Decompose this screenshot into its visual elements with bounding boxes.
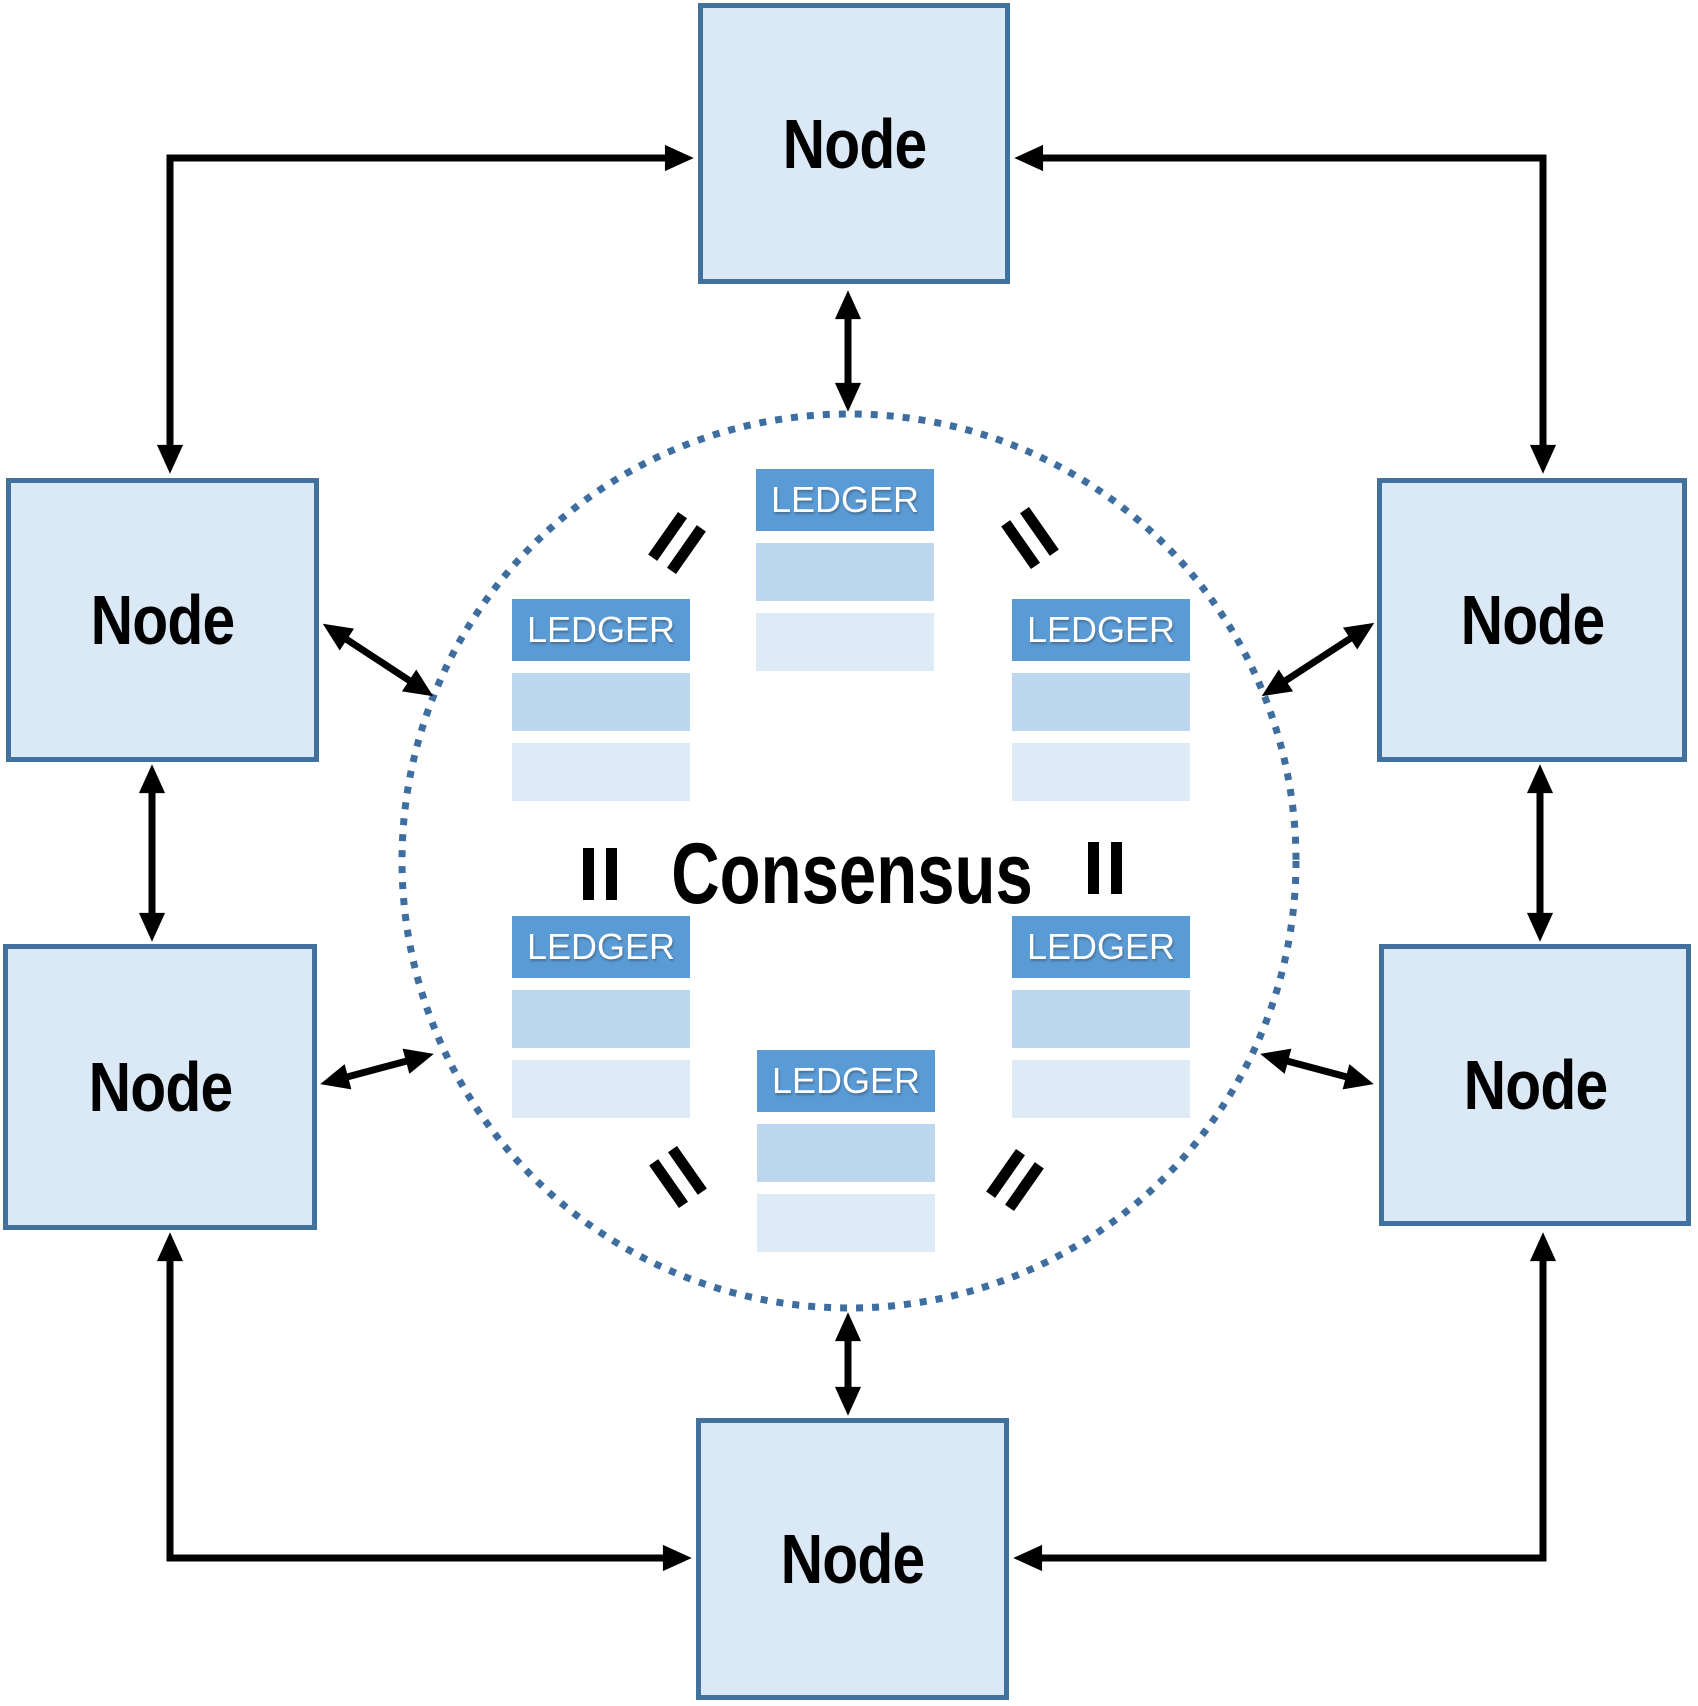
ledger-row — [1012, 1060, 1190, 1118]
ledger-row — [512, 743, 690, 801]
ledger-left-upper: LEDGER — [512, 599, 690, 801]
ledger-row — [757, 1194, 935, 1252]
ledger-bottom-center: LEDGER — [757, 1050, 935, 1252]
arrow-bottom-right-connector — [1013, 1232, 1557, 1572]
ledger-header: LEDGER — [1012, 916, 1190, 978]
ledger-header: LEDGER — [757, 1050, 935, 1112]
ledger-header: LEDGER — [512, 599, 690, 661]
arrow-left-lower-to-circle — [320, 1048, 434, 1090]
ledger-row — [1012, 743, 1190, 801]
arrow-top-left-connector — [156, 144, 694, 474]
ledger-row — [512, 990, 690, 1048]
equals-icon — [583, 848, 617, 900]
ledger-row — [757, 1124, 935, 1182]
arrow-right-upper-to-circle — [1261, 622, 1375, 697]
arrow-top-right-connector — [1014, 144, 1557, 474]
equals-icon — [1088, 842, 1122, 894]
ledger-row — [1012, 673, 1190, 731]
ledger-right-lower: LEDGER — [1012, 916, 1190, 1118]
ledger-right-upper: LEDGER — [1012, 599, 1190, 801]
node-box-bottom: Node — [696, 1418, 1009, 1700]
ledger-row — [512, 673, 690, 731]
consensus-dotted-circle — [398, 410, 1300, 1312]
consensus-label: Consensus — [671, 825, 1033, 922]
node-label: Node — [782, 104, 926, 183]
node-box-top: Node — [698, 3, 1010, 284]
arrow-right-lower-to-circle — [1260, 1048, 1374, 1090]
ledger-left-lower: LEDGER — [512, 916, 690, 1118]
arrow-bottom-left-connector — [156, 1232, 692, 1572]
ledger-row — [756, 613, 934, 671]
ledger-row — [1012, 990, 1190, 1048]
node-box-right-upper: Node — [1377, 478, 1687, 762]
ledger-row — [756, 543, 934, 601]
node-label: Node — [88, 1048, 232, 1126]
ledger-header: LEDGER — [756, 469, 934, 531]
ledger-top-center: LEDGER — [756, 469, 934, 671]
ledger-header: LEDGER — [512, 916, 690, 978]
ledger-header: LEDGER — [1012, 599, 1190, 661]
node-label: Node — [780, 1520, 925, 1598]
ledger-row — [512, 1060, 690, 1118]
node-box-left-lower: Node — [3, 944, 317, 1230]
node-box-right-lower: Node — [1379, 944, 1691, 1226]
arrow-left-upper-to-circle — [322, 623, 434, 697]
node-box-left-upper: Node — [6, 478, 319, 762]
node-label: Node — [90, 581, 235, 659]
node-label: Node — [1463, 1046, 1607, 1124]
node-label: Node — [1460, 581, 1604, 659]
